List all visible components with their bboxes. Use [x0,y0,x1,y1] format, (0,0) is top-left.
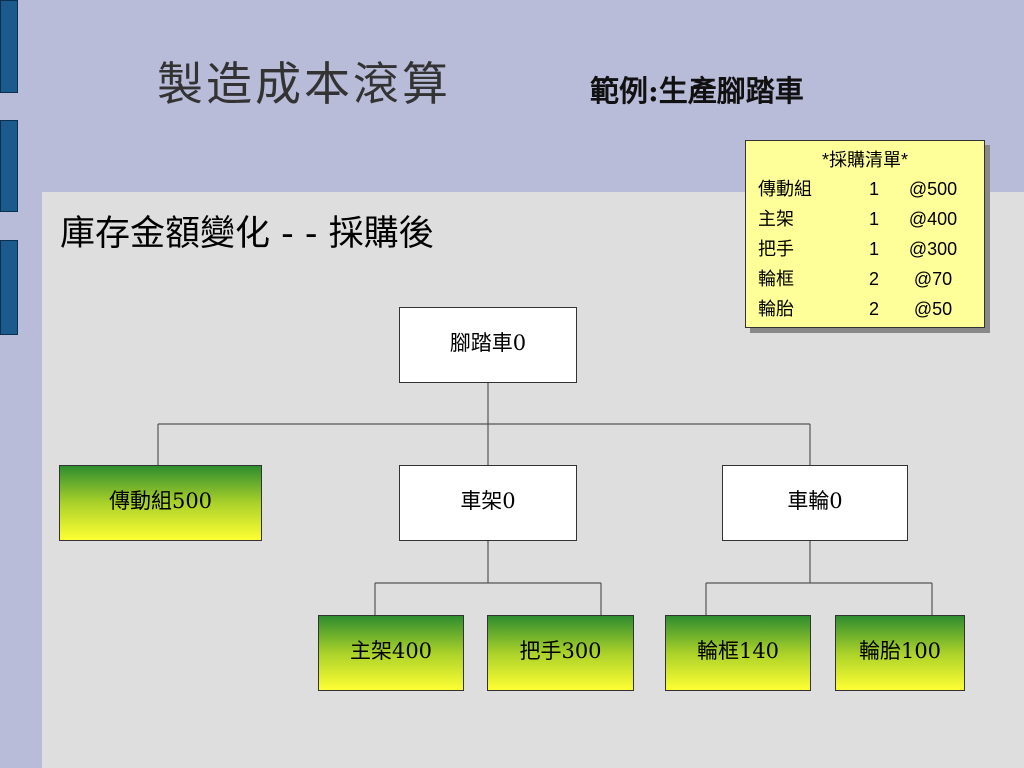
side-bar-bottom [0,240,18,335]
purchase-qty: 1 [868,209,879,229]
purchase-list-title: *採購清單* [821,150,908,170]
purchase-row: 傳動組 1 @500 [758,174,984,204]
purchase-qty: 2 [868,269,879,289]
purchase-item: 輪框 [758,269,794,289]
purchase-row: 輪框 2 @70 [758,264,984,294]
purchase-item: 把手 [758,239,794,259]
node-bicycle: 腳踏車0 [399,307,577,383]
purchase-price: @500 [908,179,958,199]
purchase-price: @300 [908,239,958,259]
panel-heading: 庫存金額變化 - - 採購後 [60,214,434,254]
purchase-item: 輪胎 [758,299,794,319]
node-drive-set: 傳動組500 [59,465,262,541]
purchase-price: @70 [913,269,953,289]
purchase-qty: 1 [868,239,879,259]
purchase-price: @400 [908,209,958,229]
purchase-item: 傳動組 [758,179,812,199]
side-bar-top [0,0,18,93]
purchase-qty: 1 [868,179,879,199]
slide-title: 製造成本滾算 [157,57,451,111]
node-frame: 車架0 [399,465,577,541]
purchase-price: @50 [913,299,953,319]
slide-subtitle: 範例:生產腳踏車 [590,74,804,108]
purchase-row: 輪胎 2 @50 [758,294,984,324]
node-wheel: 車輪0 [722,465,908,541]
purchase-qty: 2 [868,299,879,319]
purchase-row: 主架 1 @400 [758,204,984,234]
purchase-item: 主架 [758,209,794,229]
side-bar-middle [0,120,18,212]
node-rim: 輪框140 [665,615,811,691]
purchase-list-note: *採購清單* 傳動組 1 @500 主架 1 @400 把手 1 @300 輪框… [745,140,985,328]
node-tire: 輪胎100 [835,615,965,691]
purchase-row: 把手 1 @300 [758,234,984,264]
node-main-frame: 主架400 [318,615,464,691]
node-handlebar: 把手300 [487,615,634,691]
